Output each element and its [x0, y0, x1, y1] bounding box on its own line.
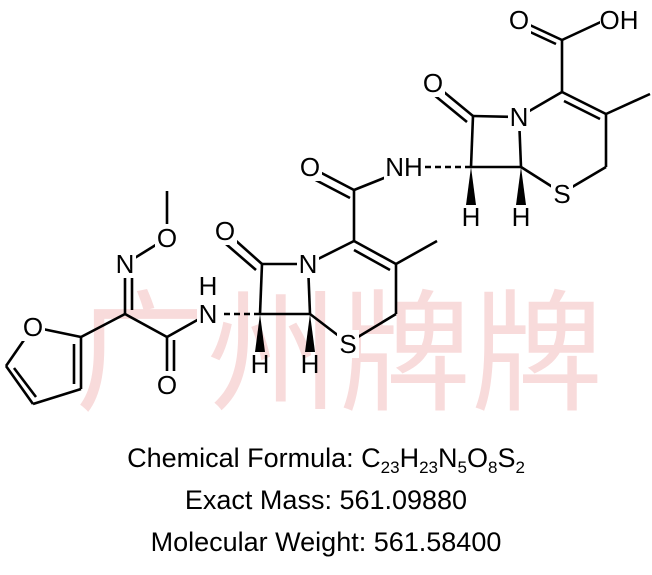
atom-h6-right: H — [512, 202, 531, 232]
atom-h7-right: H — [462, 202, 481, 232]
atom-oh: OH — [600, 5, 640, 35]
svg-text:O: O — [300, 152, 320, 182]
exact-mass: Exact Mass: 561.09880 — [184, 485, 468, 515]
chemical-formula: Chemical Formula: C23H23N5O8S2 — [127, 443, 525, 477]
atom-carboxyl-o: O — [507, 5, 531, 35]
svg-text:O: O — [157, 370, 177, 400]
atom-labels: O OH O N S H H NH O O N S H H N H O N O … — [21, 5, 640, 400]
atom-sidechain-o: O — [155, 370, 179, 400]
svg-text:H: H — [199, 271, 218, 301]
svg-text:O: O — [23, 312, 43, 342]
svg-text:N: N — [116, 249, 135, 279]
atom-nh-amide: NH — [384, 152, 424, 182]
atom-n-right: N — [508, 102, 530, 132]
svg-text:N: N — [299, 249, 318, 279]
atom-n-sidechain: N — [197, 299, 219, 329]
atom-amide-o: O — [298, 152, 322, 182]
atom-lactam-o-mid: O — [213, 216, 237, 246]
atom-s-right: S — [551, 179, 573, 209]
atom-h-sidechain: H — [199, 271, 218, 301]
svg-text:O: O — [423, 68, 443, 98]
svg-text:H: H — [462, 202, 481, 232]
atom-furan-o: O — [21, 312, 45, 342]
svg-text:S: S — [553, 179, 570, 209]
svg-text:H: H — [301, 349, 320, 379]
atom-h7-mid: H — [251, 349, 270, 379]
atom-n-mid: N — [297, 249, 319, 279]
svg-text:N: N — [510, 102, 529, 132]
svg-text:O: O — [509, 5, 529, 35]
svg-text:O: O — [157, 223, 177, 253]
svg-text:H: H — [251, 349, 270, 379]
svg-text:N: N — [199, 299, 218, 329]
svg-text:NH: NH — [385, 152, 423, 182]
molecule-structure: 广州牌牌 — [4, 5, 651, 430]
svg-text:OH: OH — [600, 5, 639, 35]
svg-text:H: H — [512, 202, 531, 232]
atom-methoxy-o: O — [155, 223, 179, 253]
svg-text:O: O — [215, 216, 235, 246]
atom-lactam-o-right: O — [421, 68, 445, 98]
atom-oxime-n: N — [114, 249, 136, 279]
svg-text:S: S — [339, 329, 356, 359]
atom-s-mid: S — [337, 329, 359, 359]
atom-h6-mid: H — [301, 349, 320, 379]
molecular-weight: Molecular Weight: 561.58400 — [150, 527, 502, 557]
